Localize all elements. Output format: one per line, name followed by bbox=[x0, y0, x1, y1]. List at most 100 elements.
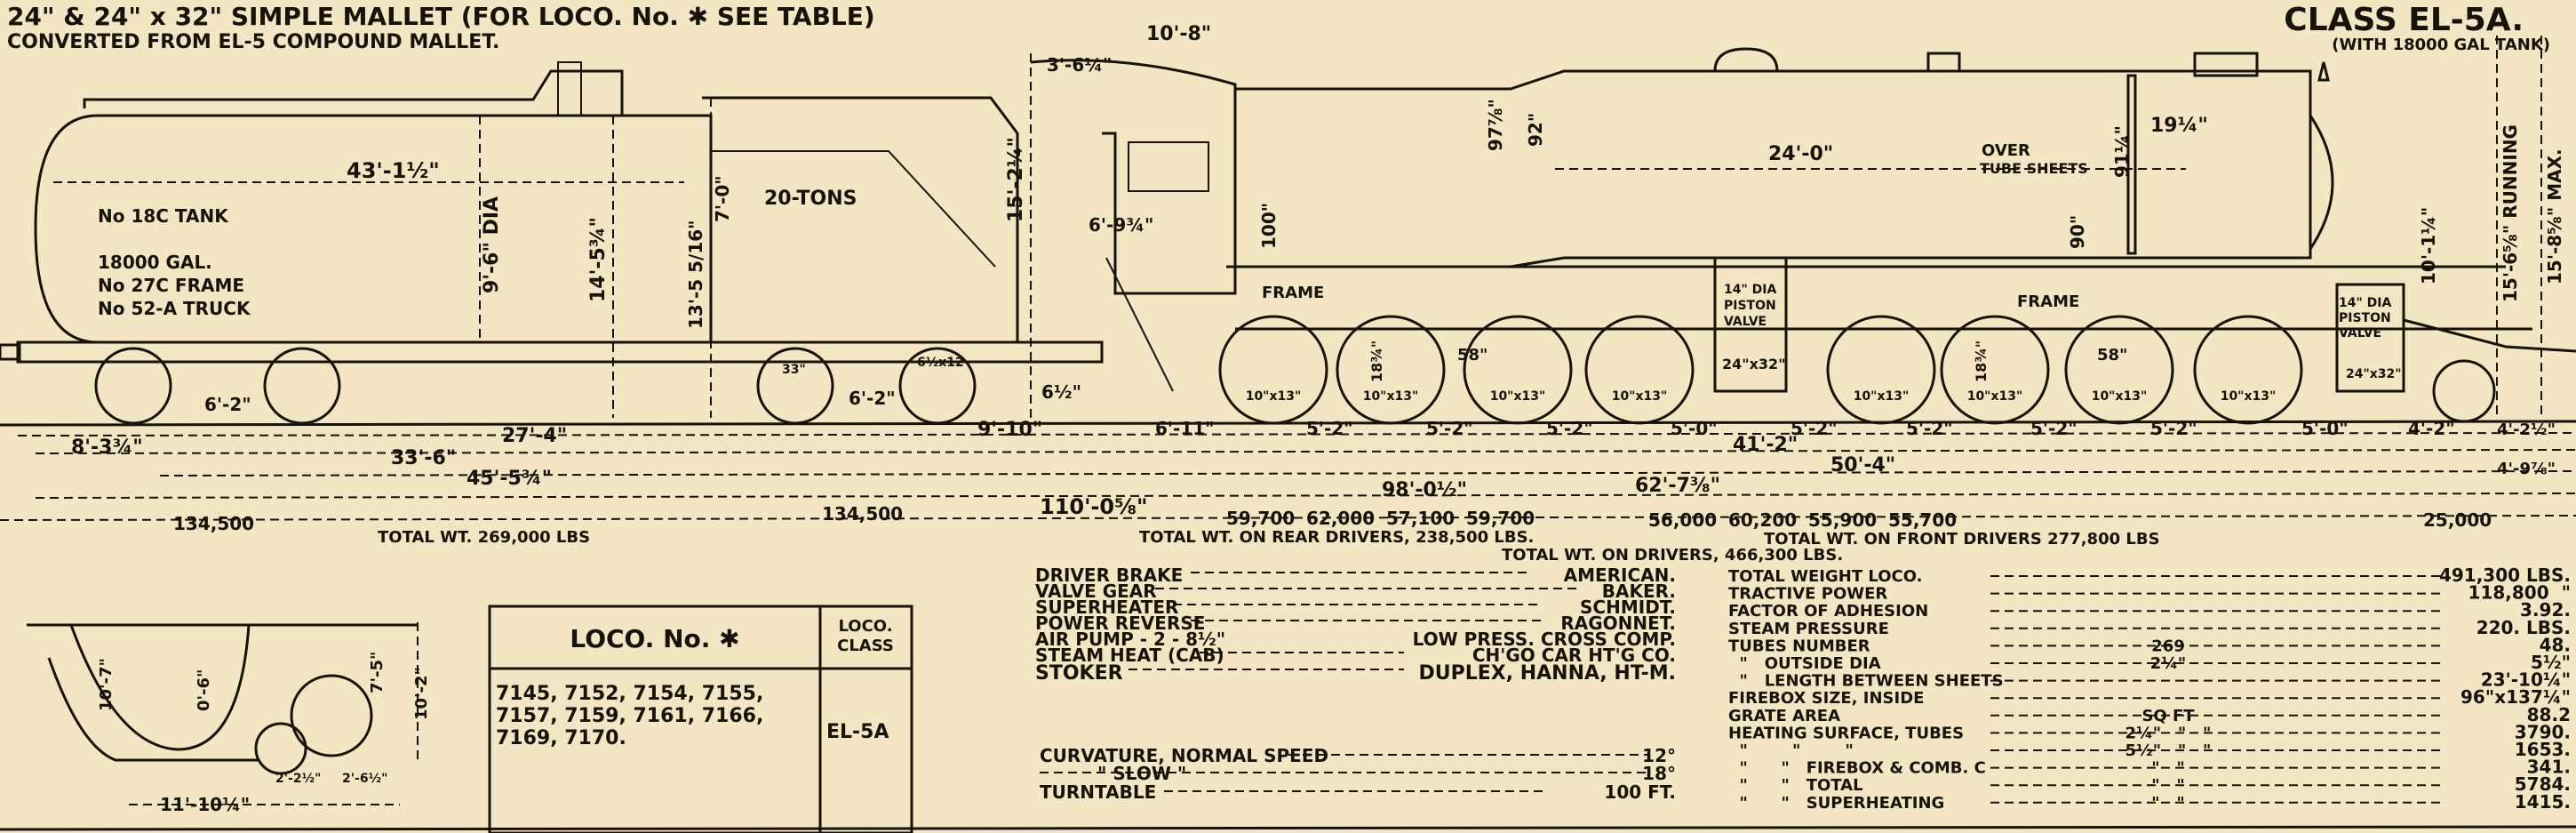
driver-journal: 10"x13" bbox=[1967, 389, 2023, 404]
turntable-value: 100 FT. bbox=[1604, 781, 1676, 803]
weight-rear-total: TOTAL WT. ON REAR DRIVERS, 238,500 LBS. bbox=[1139, 528, 1534, 547]
tender-wheel bbox=[94, 347, 172, 425]
driver-journal: 10"x13" bbox=[1246, 389, 1302, 404]
spec-label: VALVE GEAR bbox=[1035, 581, 1157, 602]
cab-drawing bbox=[1030, 59, 1237, 392]
dimension-lines bbox=[0, 432, 2576, 521]
tender-length-label: 43'-1½" bbox=[347, 158, 440, 183]
dim-tender-33: 33'-6" bbox=[391, 447, 456, 469]
spec-mid: " " bbox=[2151, 776, 2185, 795]
bottom-border bbox=[0, 825, 2576, 831]
tender-frame bbox=[16, 340, 1104, 364]
dim-spacing: 5'-0" bbox=[2301, 418, 2349, 439]
dim-row bbox=[35, 493, 2576, 499]
front-cylinder-size: 24"x32" bbox=[2346, 367, 2402, 381]
boiler-height-1: 97⅞" bbox=[1485, 99, 1506, 151]
section-dim-a: 10'-7" bbox=[97, 658, 116, 711]
table-header-class-2: CLASS bbox=[837, 637, 894, 655]
boiler bbox=[1235, 69, 2312, 268]
weight-rear-driver: 57,100 bbox=[1386, 508, 1455, 529]
driver-journal: 10"x13" bbox=[2221, 389, 2277, 404]
spec-label: " " TOTAL bbox=[1728, 776, 1863, 795]
center-height: 10'-1¼" bbox=[2418, 207, 2439, 284]
dim-spacing: 5'-2" bbox=[2030, 418, 2078, 439]
valve-label-2: PISTON bbox=[1724, 299, 1776, 313]
cab-dim-4: 6½" bbox=[1041, 381, 1081, 403]
driver-diameter: 58" bbox=[2097, 346, 2127, 364]
tender-top-rail bbox=[83, 69, 624, 116]
dim-rear-lead: 6'-11" bbox=[1155, 418, 1215, 439]
driver-wheel bbox=[2064, 315, 2174, 425]
table-border bbox=[488, 605, 913, 833]
front-height: 90" bbox=[2067, 215, 2088, 249]
weight-tender-total: TOTAL WT. 269,000 LBS bbox=[378, 528, 590, 547]
title-line-2: CONVERTED FROM EL-5 COMPOUND MALLET. bbox=[7, 31, 499, 53]
spec-label: STEAM PRESSURE bbox=[1728, 620, 1889, 638]
dim-row bbox=[0, 515, 2576, 521]
spec-value: SCHMIDT. bbox=[1580, 597, 1676, 618]
tube-length: 24'-0" bbox=[1768, 143, 1833, 165]
driver-wheel bbox=[1336, 315, 1446, 425]
front-valve-label-2: PISTON bbox=[2339, 311, 2391, 325]
driver-journal: 10"x13" bbox=[1854, 389, 1910, 404]
dim-spacing: 5'-2" bbox=[1790, 418, 1838, 439]
specs-right: TOTAL WEIGHT LOCO.491,300 LBS.TRACTIVE P… bbox=[1728, 565, 2571, 813]
cab-ladder bbox=[1105, 257, 1174, 392]
coal-capacity: 20-TONS bbox=[764, 188, 857, 210]
dim-tender-front: 8'-3¾" bbox=[71, 437, 143, 459]
tender-coupler bbox=[0, 343, 21, 361]
tender-wheel bbox=[263, 347, 341, 425]
dim-spacing: 5'-2" bbox=[1546, 418, 1593, 439]
driver-clearance: 18¾" bbox=[1973, 340, 1990, 382]
spec-value: AMERICAN. bbox=[1564, 565, 1676, 586]
table-header-class-1: LOCO. bbox=[838, 617, 892, 636]
dim-spacing: 5'-0" bbox=[1671, 418, 1718, 439]
section-wheel-large bbox=[290, 674, 373, 757]
weight-front-driver: 56,000 bbox=[1648, 509, 1717, 531]
driver-wheel bbox=[1826, 315, 1936, 425]
loco-numbers-row: 7145, 7152, 7154, 7155, bbox=[496, 683, 763, 705]
weight-front-total: TOTAL WT. ON FRONT DRIVERS 277,800 LBS bbox=[1764, 530, 2160, 549]
tender-capacity: 18000 GAL. bbox=[98, 252, 212, 273]
smokebox-height: 91¼" bbox=[2111, 125, 2133, 178]
spec-value: 96"x137¼" bbox=[2460, 686, 2571, 708]
spec-label: TOTAL WEIGHT LOCO. bbox=[1728, 567, 1922, 586]
smokebox-front bbox=[2309, 115, 2334, 250]
spec-label: SUPERHEATER bbox=[1035, 597, 1178, 618]
weight-tender-rear: 134,500 bbox=[173, 513, 254, 534]
driver-wheel bbox=[2193, 315, 2303, 425]
spec-value: 3.92. bbox=[2520, 599, 2571, 621]
driver-journal: 10"x13" bbox=[1490, 389, 1546, 404]
cab-window bbox=[1128, 141, 1209, 192]
front-cylinder bbox=[2335, 283, 2405, 393]
spec-mid: " " bbox=[2151, 794, 2185, 813]
spec-value: 1415. bbox=[2515, 791, 2571, 813]
driver-journal: 10"x13" bbox=[1363, 389, 1419, 404]
headlight-stand bbox=[2317, 61, 2330, 82]
spec-value: 48. bbox=[2540, 634, 2571, 655]
tender-height-3: 7'-0" bbox=[712, 175, 733, 222]
dim-62: 62'-7⅜" bbox=[1635, 475, 1720, 497]
spec-mid: 2¼" bbox=[2150, 654, 2187, 673]
dim-row bbox=[35, 449, 2576, 454]
steam-dome bbox=[1713, 47, 1779, 72]
tender-tank bbox=[34, 114, 713, 344]
boiler-height-2: 92" bbox=[1525, 113, 1546, 147]
spec-label: DRIVER BRAKE bbox=[1035, 565, 1183, 586]
tender-wheel-size: 33" bbox=[782, 363, 806, 377]
section-outer bbox=[47, 657, 258, 762]
spec-value: 341. bbox=[2527, 757, 2571, 778]
spec-value: 220. LBS. bbox=[2476, 617, 2571, 638]
stack-width: 19¼" bbox=[2150, 115, 2208, 137]
spec-label: " " " bbox=[1728, 741, 1854, 760]
running-height: 15'-6⅝" RUNNING bbox=[2500, 124, 2521, 302]
spec-value: LOW PRESS. CROSS COMP. bbox=[1413, 629, 1676, 650]
rail-line bbox=[0, 420, 2576, 427]
dim-spacing: 5'-2" bbox=[1906, 418, 1953, 439]
driver-wheel bbox=[1463, 315, 1573, 425]
driver-wheel bbox=[1940, 315, 2050, 425]
dim-spacing: 4'-2" bbox=[2408, 418, 2455, 439]
spec-label: " " FIREBOX & COMB. C bbox=[1728, 759, 1986, 778]
tender-height-1: 14'-5¾" bbox=[587, 217, 610, 302]
spec-label: AIR PUMP - 2 - 8½" bbox=[1035, 629, 1225, 650]
